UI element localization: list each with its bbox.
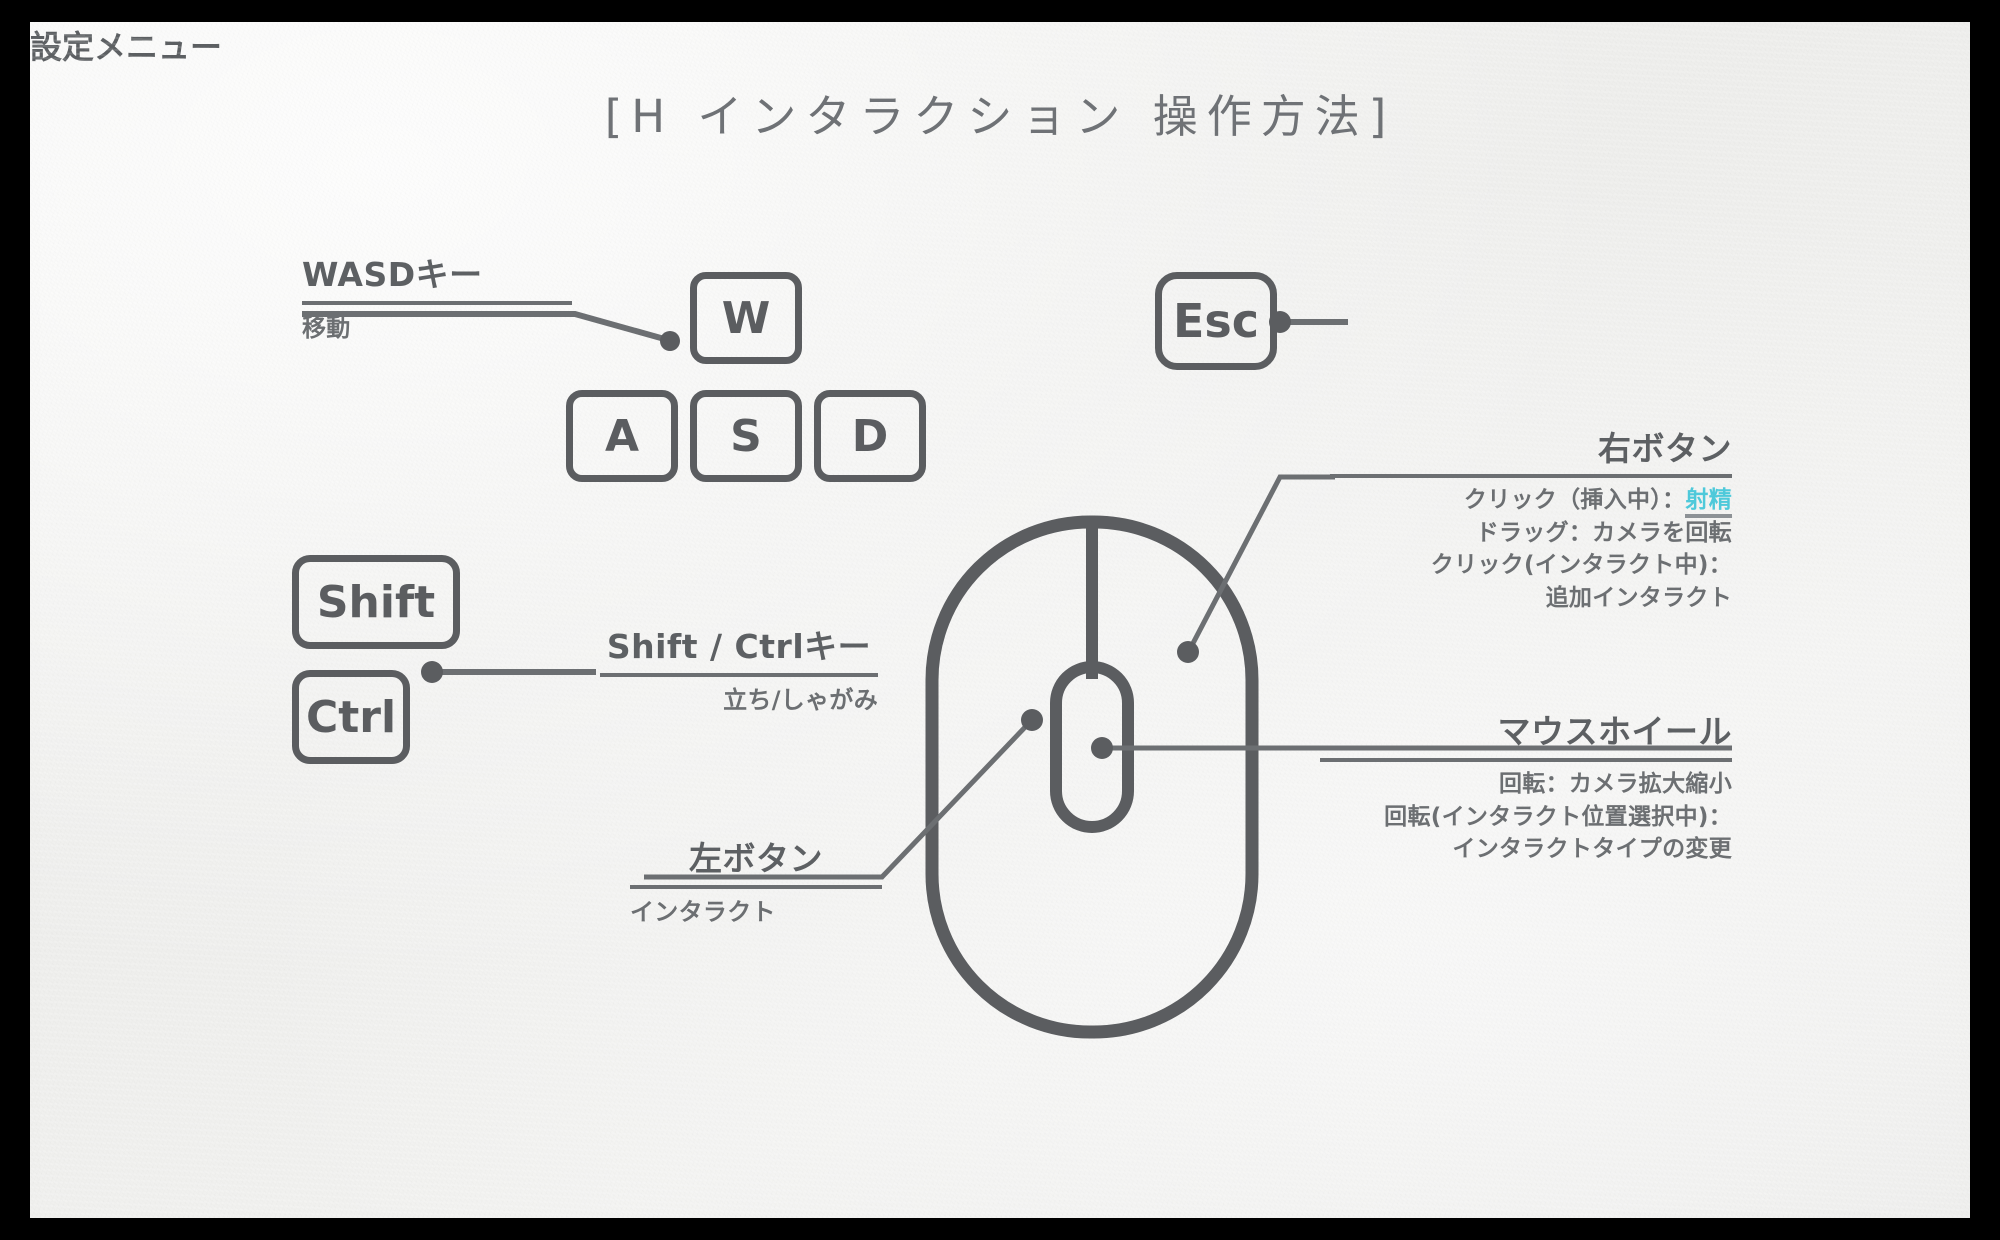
keycap-d[interactable]: D (814, 390, 926, 482)
callout-wasd: WASDキー 移動 (302, 248, 572, 345)
mouse-body-outline (925, 515, 1259, 1039)
leader-shift-ctrl (421, 661, 596, 683)
keycap-d-label: D (851, 410, 889, 462)
mouse-wheel-line2b: インタラクトタイプの変更 (1452, 836, 1732, 863)
keycap-esc-label: Esc (1172, 294, 1260, 348)
callout-left-button: 左ボタン インタラクト (630, 832, 882, 929)
callout-left-button-sub: インタラクト (630, 898, 776, 926)
right-button-line1-accent: 射精 (1685, 487, 1732, 518)
callout-left-button-heading: 左ボタン (689, 839, 823, 878)
keycap-a[interactable]: A (566, 390, 678, 482)
callout-wasd-heading: WASDキー (302, 255, 483, 294)
right-button-line3b: 追加インタラクト (1545, 584, 1732, 611)
right-button-line1-prefix: クリック（挿入中）： (1463, 487, 1686, 513)
leader-wasd (302, 311, 680, 351)
callout-wasd-rule (302, 301, 572, 305)
callout-shift-ctrl-sub: 立ち/しゃがみ (723, 686, 878, 714)
right-button-line3a: クリック(インタラクト中)： (1430, 552, 1732, 579)
keycap-ctrl[interactable]: Ctrl (292, 670, 410, 764)
page-title: [H インタラクション 操作方法] (604, 90, 1396, 143)
keycap-s-label: S (730, 410, 762, 462)
mouse-diagram (925, 515, 1259, 1039)
diagram-vector-layer (302, 311, 1732, 1039)
mouse-wheel-line2a: 回転(インタラクト位置選択中)： (1384, 803, 1732, 830)
callout-right-button-line3: クリック(インタラクト中)： 追加インタラクト (1330, 549, 1732, 614)
callout-right-button-heading: 右ボタン (1598, 429, 1732, 468)
keycap-shift-label: Shift (316, 576, 436, 628)
callout-right-button-line1: クリック（挿入中）：射精 (1330, 484, 1732, 518)
leader-esc (1269, 311, 1348, 333)
keycap-a-label: A (604, 410, 640, 462)
keycap-shift[interactable]: Shift (292, 555, 460, 649)
callout-right-button-line2: ドラッグ：カメラを回転 (1475, 519, 1732, 546)
callout-esc-label: 設定メニュー (30, 28, 223, 66)
leader-left-button (644, 709, 1043, 880)
callout-right-button-rule (1330, 474, 1732, 478)
callout-shift-ctrl: Shift / Ctrlキー 立ち/しゃがみ (600, 620, 878, 717)
callout-wasd-sub: 移動 (302, 314, 351, 342)
callout-mouse-wheel-rule (1320, 758, 1732, 762)
keycap-s[interactable]: S (690, 390, 802, 482)
callout-mouse-wheel-line2: 回転(インタラクト位置選択中)： インタラクトタイプの変更 (1320, 801, 1732, 866)
keycap-w-label: W (721, 292, 771, 344)
keycap-ctrl-label: Ctrl (305, 691, 397, 743)
callout-right-button: 右ボタン クリック（挿入中）：射精 ドラッグ：カメラを回転 クリック(インタラク… (1330, 422, 1732, 615)
leader-mouse-wheel (1091, 737, 1732, 759)
leader-right-button (1177, 474, 1335, 663)
callout-mouse-wheel: マウスホイール 回転：カメラ拡大縮小 回転(インタラクト位置選択中)： インタラ… (1320, 705, 1732, 866)
callout-shift-ctrl-heading: Shift / Ctrlキー (606, 627, 872, 666)
callout-left-button-rule (630, 885, 882, 889)
callout-shift-ctrl-rule (600, 673, 878, 677)
callout-mouse-wheel-line1: 回転：カメラ拡大縮小 (1499, 771, 1732, 797)
keycap-w[interactable]: W (690, 272, 802, 364)
callout-mouse-wheel-heading: マウスホイール (1497, 712, 1732, 751)
paper-canvas: [H インタラクション 操作方法] W A S D Esc Shift Ctrl… (30, 22, 1970, 1218)
keycap-esc[interactable]: Esc (1155, 272, 1277, 370)
